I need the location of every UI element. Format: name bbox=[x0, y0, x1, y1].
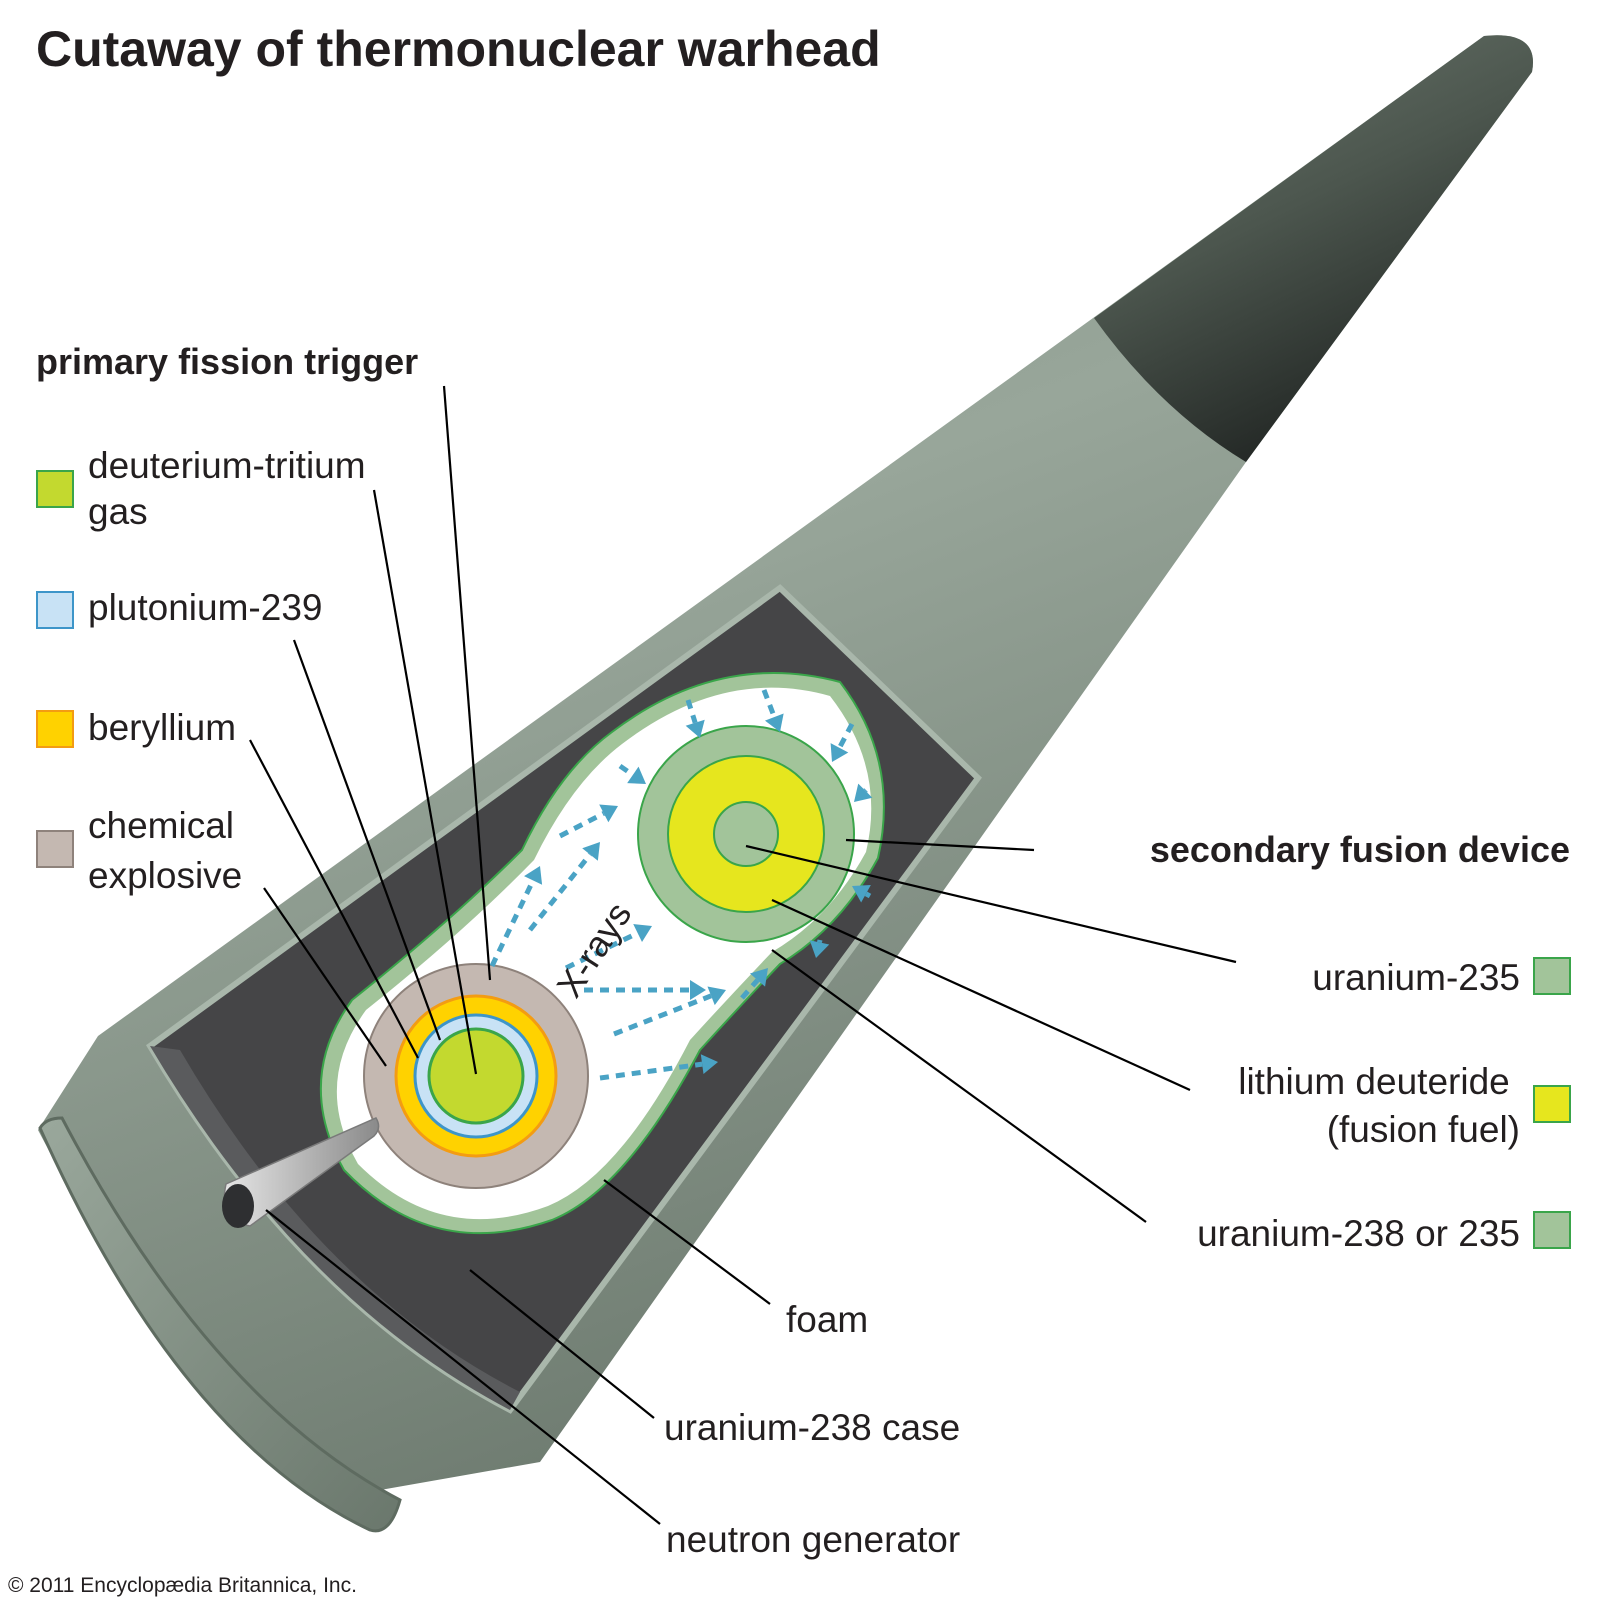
leader-secondary-device bbox=[845, 838, 1035, 852]
copyright-credit: © 2011 Encyclopædia Britannica, Inc. bbox=[8, 1574, 357, 1597]
warhead-nose-cap bbox=[1094, 35, 1533, 462]
x-ray-arrow-shaft bbox=[864, 891, 872, 899]
x-ray-arrowhead bbox=[700, 1054, 718, 1075]
leader-uranium-238-case bbox=[469, 1269, 655, 1419]
legend-label-beryllium: beryllium bbox=[88, 707, 236, 748]
leader-uranium-238-or-235 bbox=[771, 949, 1147, 1223]
secondary-legend: secondary fusion device uranium-235 lith… bbox=[1150, 829, 1571, 1254]
legend-label-chemical-explosive: chemical explosive bbox=[88, 805, 244, 896]
x-ray-arrowhead bbox=[852, 885, 871, 903]
x-ray-arrow-shaft bbox=[564, 930, 639, 971]
diagram-title: Cutaway of thermonuclear warhead bbox=[36, 21, 881, 77]
legend-line: lithium deuteride bbox=[1238, 1061, 1509, 1102]
legend-label-uranium-235: uranium-235 bbox=[1312, 957, 1520, 998]
x-ray-arrowhead bbox=[690, 980, 706, 1000]
x-ray-arrow-shaft bbox=[837, 722, 855, 750]
leader-chemical-explosive bbox=[263, 887, 387, 1067]
leader-lines bbox=[249, 385, 1237, 1525]
legend-swatch-beryllium bbox=[36, 710, 74, 748]
legend-label-deuterium-tritium: deuterium-tritium gas bbox=[88, 445, 376, 532]
casing-base-rim bbox=[38, 1116, 402, 1533]
x-ray-arrowhead bbox=[749, 968, 768, 987]
x-ray-arrowhead bbox=[854, 783, 873, 802]
legend-line: chemical bbox=[88, 805, 234, 846]
legend-line: gas bbox=[88, 491, 148, 532]
legend-swatch-chemical-explosive bbox=[36, 830, 74, 868]
x-ray-arrow-shaft bbox=[685, 699, 698, 724]
x-ray-arrow-shaft bbox=[599, 1061, 703, 1081]
legend-swatch-uranium-238-or-235 bbox=[1533, 1211, 1571, 1249]
legend-label-uranium-238-or-235: uranium-238 or 235 bbox=[1197, 1213, 1520, 1254]
x-ray-arrowhead bbox=[830, 743, 849, 762]
leader-lithium-deuteride bbox=[771, 898, 1191, 1092]
x-ray-arrowhead bbox=[633, 924, 652, 943]
legend-label-plutonium-239: plutonium-239 bbox=[88, 587, 322, 628]
legend-line: deuterium-tritium bbox=[88, 445, 366, 486]
legend-label-lithium-deuteride: lithium deuteride (fusion fuel) bbox=[1238, 1061, 1520, 1150]
leader-primary-trigger bbox=[442, 385, 492, 981]
cutaway-shadow bbox=[150, 1046, 520, 1410]
uranium-235-sparkplug bbox=[713, 801, 779, 867]
leader-plutonium bbox=[292, 639, 442, 1041]
leader-beryllium bbox=[249, 739, 419, 1059]
legend-swatch-plutonium-239 bbox=[36, 591, 74, 629]
leader-foam bbox=[603, 1179, 771, 1305]
primary-heading: primary fission trigger bbox=[36, 341, 418, 382]
x-ray-arrowhead bbox=[524, 866, 543, 885]
leader-deuterium-tritium bbox=[372, 489, 478, 1075]
legend-line: (fusion fuel) bbox=[1327, 1109, 1520, 1150]
x-ray-arrow-shaft bbox=[817, 939, 823, 943]
label-foam: foam bbox=[786, 1299, 868, 1340]
x-ray-arrowhead bbox=[809, 940, 830, 958]
legend-swatch-deuterium-tritium bbox=[36, 470, 74, 508]
x-ray-arrow-shaft bbox=[528, 852, 592, 932]
x-ray-arrowhead bbox=[582, 842, 600, 861]
x-ray-arrowhead bbox=[764, 713, 784, 732]
x-ray-arrowhead bbox=[707, 986, 726, 1006]
x-ray-arrow-shaft bbox=[558, 811, 605, 839]
secondary-fusion-device bbox=[637, 725, 855, 943]
x-ray-arrowhead bbox=[599, 804, 618, 823]
x-ray-arrow-shaft bbox=[618, 763, 635, 777]
primary-fission-trigger bbox=[222, 963, 589, 1228]
x-ray-arrowhead bbox=[685, 719, 705, 738]
x-ray-arrow-shaft bbox=[740, 978, 760, 1000]
primary-legend: primary fission trigger deuterium-tritiu… bbox=[36, 341, 418, 896]
x-ray-arrowhead bbox=[627, 766, 646, 784]
deuterium-tritium-core bbox=[427, 1027, 525, 1125]
leader-neutron-generator bbox=[265, 1209, 661, 1525]
legend-line: explosive bbox=[88, 855, 242, 896]
leader-uranium-235 bbox=[745, 844, 1237, 964]
legend-swatch-uranium-235 bbox=[1533, 957, 1571, 995]
label-uranium-238-case: uranium-238 case bbox=[664, 1407, 960, 1448]
x-ray-arrow-shaft bbox=[613, 993, 713, 1037]
x-ray-arrows bbox=[489, 689, 873, 1081]
x-ray-arrow-shaft bbox=[761, 689, 777, 718]
x-ray-arrow-shaft bbox=[863, 788, 868, 793]
neutron-generator-base bbox=[222, 1184, 254, 1228]
secondary-heading: secondary fusion device bbox=[1150, 829, 1570, 870]
legend-swatch-lithium-deuteride bbox=[1533, 1085, 1571, 1123]
label-neutron-generator: neutron generator bbox=[666, 1519, 960, 1560]
